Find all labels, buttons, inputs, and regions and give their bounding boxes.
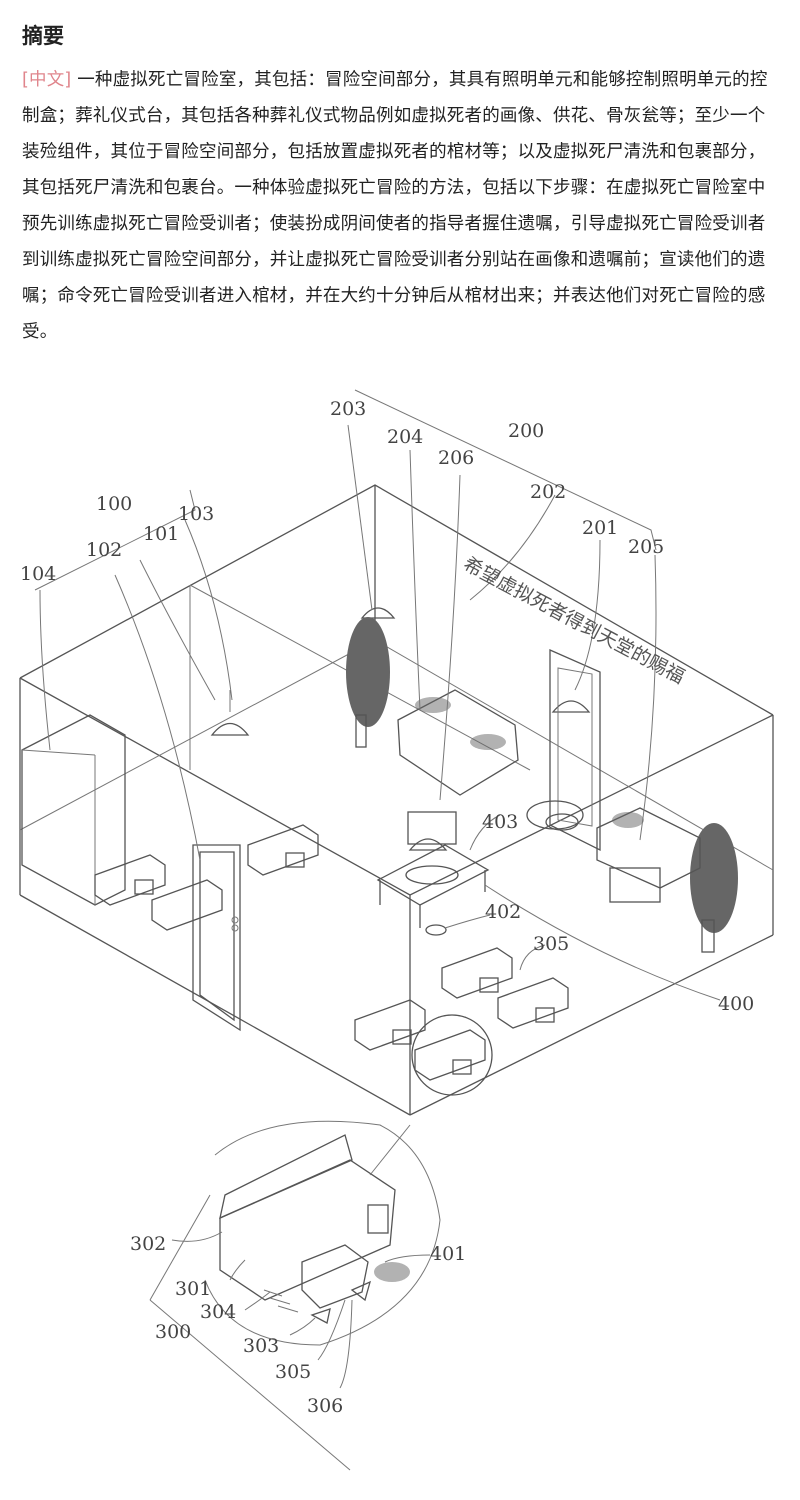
ceiling-lamp-101 — [210, 690, 250, 736]
ref-100: 100 — [96, 493, 132, 515]
ref-205: 205 — [628, 536, 664, 558]
ref-400: 400 — [718, 993, 754, 1015]
ref-304: 304 — [200, 1301, 236, 1323]
ref-300: 300 — [155, 1321, 191, 1343]
ref-401: 401 — [430, 1243, 466, 1265]
ref-206: 206 — [438, 447, 474, 469]
ref-403: 403 — [482, 811, 518, 833]
room-outline — [19, 484, 774, 1116]
ref-102: 102 — [86, 539, 122, 561]
reference-numerals: 100 101 102 103 104 200 201 202 203 204 … — [20, 398, 754, 1417]
door-102 — [192, 844, 241, 1032]
coffin-row — [94, 824, 569, 1081]
ref-200: 200 — [508, 420, 544, 442]
ref-305-bottom: 305 — [275, 1361, 311, 1383]
abstract-heading: 摘要 — [22, 24, 64, 48]
detail-circle — [411, 1014, 493, 1096]
cabinet-104 — [21, 714, 126, 906]
ceiling-lamp-202 — [360, 607, 591, 851]
flower-tree-right — [690, 823, 738, 953]
ref-306: 306 — [307, 1395, 343, 1417]
ref-402: 402 — [485, 901, 521, 923]
flower-wreath — [526, 800, 584, 831]
ref-201: 201 — [582, 517, 618, 539]
language-tag-chinese[interactable]: [中文] — [22, 70, 72, 90]
banner-text: 希望虚拟死者得到天堂的赐福 — [460, 553, 688, 688]
altar-table-left — [397, 689, 519, 845]
flower-tree-left — [346, 617, 390, 748]
ref-103: 103 — [178, 503, 214, 525]
altar-table-right — [596, 807, 701, 903]
ref-202: 202 — [530, 481, 566, 503]
portrait-frame-201 — [549, 649, 601, 852]
ref-305-top: 305 — [533, 933, 569, 955]
ref-101: 101 — [143, 523, 179, 545]
ref-104: 104 — [20, 563, 56, 585]
ref-302: 302 — [130, 1233, 166, 1255]
detail-view — [204, 1120, 441, 1346]
ref-204: 204 — [387, 426, 423, 448]
ref-303: 303 — [243, 1335, 279, 1357]
washbasin-402 — [425, 924, 447, 936]
abstract-text: 一种虚拟死亡冒险室，其包括：冒险空间部分，其具有照明单元和能够控制照明单元的控制… — [22, 70, 768, 342]
leader-lines — [34, 389, 721, 1471]
washing-table-403 — [376, 844, 490, 928]
abstract-body: [中文] 一种虚拟死亡冒险室，其包括：冒险空间部分，其具有照明单元和能够控制照明… — [22, 62, 782, 350]
ref-301: 301 — [175, 1278, 211, 1300]
ref-203: 203 — [330, 398, 366, 420]
patent-figure: 希望虚拟死者得到天堂的赐福 100 101 102 103 104 200 20… — [0, 370, 800, 1480]
